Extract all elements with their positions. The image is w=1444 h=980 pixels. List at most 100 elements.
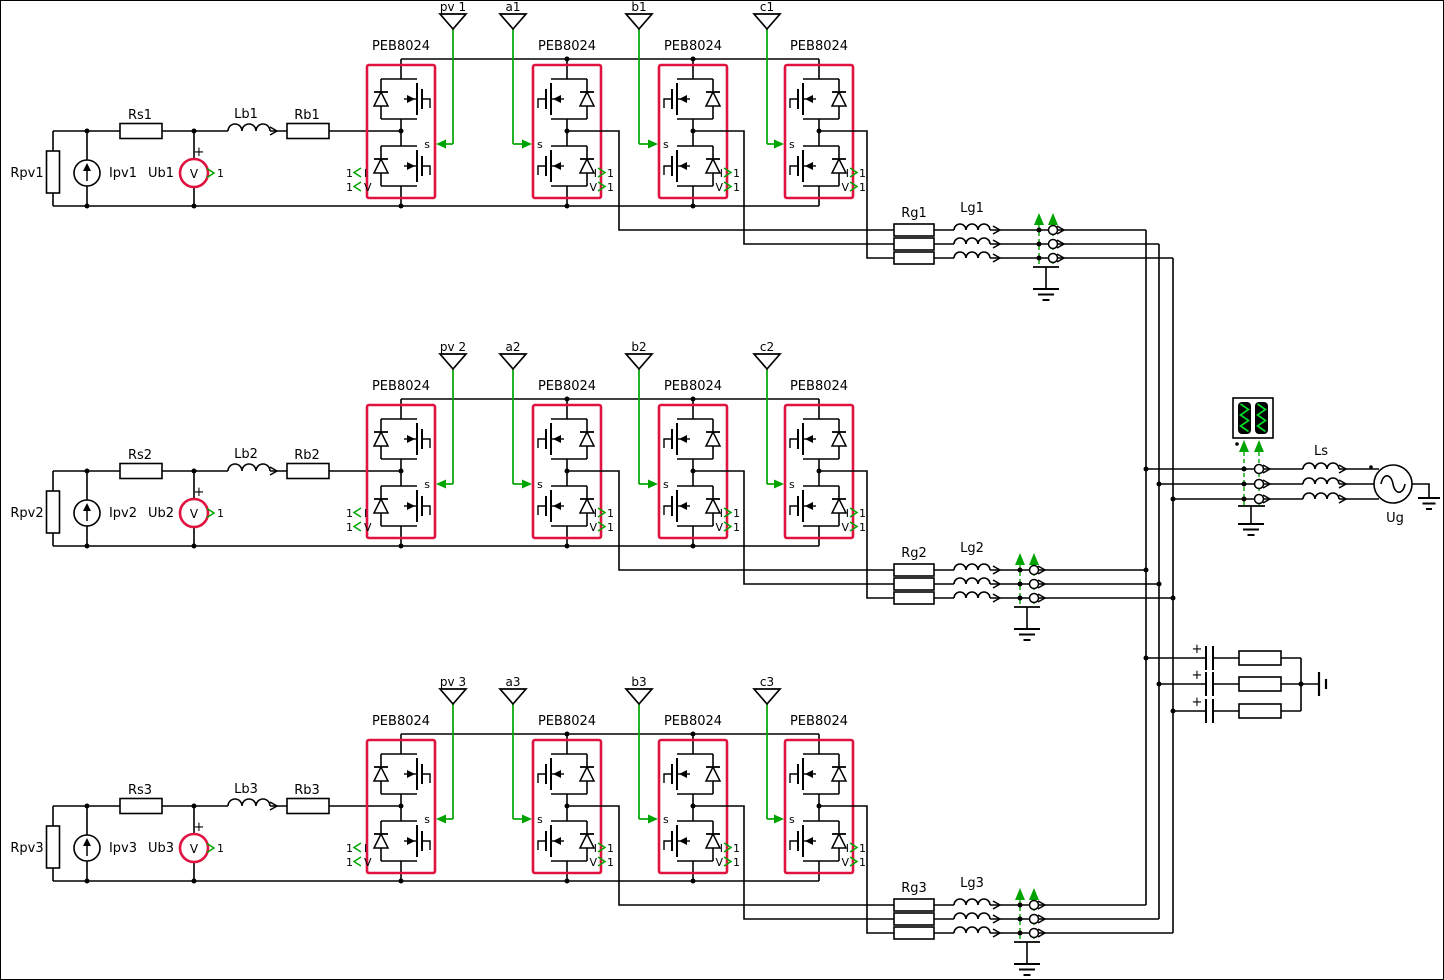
ground-symbol[interactable] <box>1033 288 1059 301</box>
signal-port-chevron <box>352 521 362 532</box>
input-connector-triangle[interactable] <box>498 353 528 371</box>
grid-inductor-bank[interactable]: Lg2 <box>953 541 1002 603</box>
port-index-label: 1 <box>733 842 740 855</box>
filter-capacitor-branch[interactable]: + <box>1159 668 1301 696</box>
input-connector-triangle[interactable] <box>624 353 654 371</box>
grid-resistor-bank[interactable]: Rg2 <box>893 546 935 605</box>
diode-triangle <box>372 765 390 782</box>
pv-parallel-resistor[interactable]: Rpv2 <box>10 490 61 534</box>
filter-capacitor-branch[interactable]: + <box>1146 642 1301 670</box>
module-boundary[interactable] <box>365 403 437 540</box>
port-index-label: 1 <box>607 507 614 520</box>
signal-connector-pv2[interactable]: pv 2 <box>436 340 468 489</box>
series-resistor[interactable]: Rs1 <box>119 108 163 140</box>
current-probe[interactable] <box>1028 592 1040 604</box>
signal-connector-b3[interactable]: b3 <box>624 675 658 824</box>
boost-resistor[interactable]: Rb2 <box>286 448 330 480</box>
signal-connector-c1[interactable]: c1 <box>752 1 784 149</box>
module-boundary[interactable] <box>365 738 437 875</box>
input-connector-triangle[interactable] <box>624 13 654 31</box>
signal-connector-c2[interactable]: c2 <box>752 340 784 489</box>
filter-capacitor-branch[interactable]: + <box>1173 695 1301 723</box>
input-connector-triangle[interactable] <box>752 353 782 371</box>
pv-parallel-resistor[interactable]: Rpv3 <box>10 825 61 869</box>
signal-connector-b2[interactable]: b2 <box>624 340 658 489</box>
signal-connector-a2[interactable]: a2 <box>498 340 532 489</box>
measurement-probes[interactable] <box>1014 553 1047 641</box>
measurement-probes[interactable] <box>1014 888 1047 976</box>
gate-port-label: s <box>789 478 795 491</box>
current-probe[interactable] <box>1253 463 1265 475</box>
current-probe[interactable] <box>1047 224 1059 236</box>
current-probe[interactable] <box>1028 578 1040 590</box>
boost-inductor[interactable]: Lb2 <box>227 447 279 476</box>
current-probe[interactable] <box>1028 899 1040 911</box>
current-probe[interactable] <box>1028 927 1040 939</box>
arrowhead <box>1262 494 1272 504</box>
grid-resistor-bank[interactable]: Rg3 <box>893 881 935 940</box>
input-connector-triangle[interactable] <box>752 13 782 31</box>
grid-inductor-bank[interactable]: Lg1 <box>953 201 1002 263</box>
ground-symbol[interactable] <box>1238 523 1264 536</box>
grid-ac-source[interactable]: Ug <box>1369 464 1440 526</box>
input-connector-triangle[interactable] <box>438 13 468 31</box>
boost-inductor[interactable]: Lb3 <box>227 782 279 811</box>
ground-symbol[interactable] <box>1418 497 1440 510</box>
signal-connector-a3[interactable]: a3 <box>498 675 532 824</box>
boost-inductor[interactable]: Lb1 <box>227 107 279 136</box>
signal-connector-pv1[interactable]: pv 1 <box>436 1 468 149</box>
signal-connector-a1[interactable]: a1 <box>498 1 532 149</box>
current-probe[interactable] <box>1253 493 1265 505</box>
input-connector-triangle[interactable] <box>438 353 468 371</box>
input-connector-triangle[interactable] <box>498 688 528 706</box>
diode-triangle <box>830 430 848 447</box>
signal-connector-c3[interactable]: c3 <box>752 675 784 824</box>
scope-block[interactable] <box>1232 397 1274 446</box>
grid-inductor-ls[interactable]: Ls <box>1302 444 1348 504</box>
input-connector-triangle[interactable] <box>438 688 468 706</box>
mosfet-arrow <box>679 95 687 103</box>
pv-current-source[interactable]: Ipv1 <box>73 159 137 187</box>
input-connector-triangle[interactable] <box>752 688 782 706</box>
boost-resistor[interactable]: Rb3 <box>286 783 330 815</box>
current-probe[interactable] <box>1028 913 1040 925</box>
grid-resistor-bank[interactable]: Rg1 <box>893 206 935 265</box>
current-probe[interactable] <box>1253 478 1265 490</box>
input-connector-triangle[interactable] <box>624 688 654 706</box>
phase-c-wire <box>819 130 894 259</box>
current-probe[interactable] <box>1028 564 1040 576</box>
ground-symbol[interactable] <box>1014 628 1040 641</box>
boost-resistor[interactable]: Rb1 <box>286 108 330 140</box>
series-resistor[interactable]: Rs2 <box>119 448 163 480</box>
measurement-probes[interactable] <box>1033 213 1066 301</box>
pv-current-source[interactable]: Ipv2 <box>73 499 137 527</box>
pv-current-source[interactable]: Ipv3 <box>73 834 137 862</box>
ground-symbol[interactable] <box>1014 963 1040 976</box>
signal-connector-pv3[interactable]: pv 3 <box>436 675 468 824</box>
current-probe[interactable] <box>1047 252 1059 264</box>
input-connector-triangle[interactable] <box>498 13 528 31</box>
ground-symbol[interactable] <box>1317 672 1328 696</box>
signal-connector-b1[interactable]: b1 <box>624 1 658 149</box>
series-resistor[interactable]: Rs3 <box>119 783 163 815</box>
pv-parallel-resistor[interactable]: Rpv1 <box>10 150 61 194</box>
grid-inductor-bank[interactable]: Lg3 <box>953 876 1002 938</box>
pcc-probes[interactable] <box>1238 440 1272 536</box>
module-boundary[interactable] <box>365 63 437 200</box>
current-probe[interactable] <box>1047 238 1059 250</box>
